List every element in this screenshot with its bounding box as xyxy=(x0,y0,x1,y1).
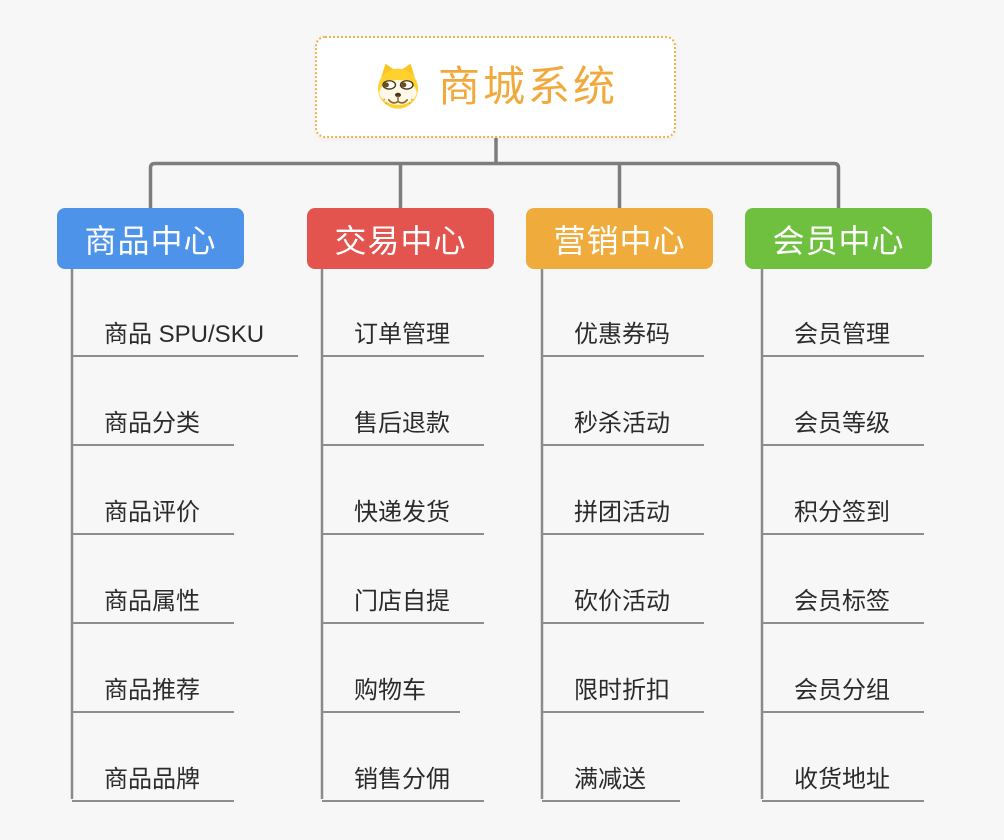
branch-title: 营销中心 xyxy=(553,222,686,259)
item-group-buy[interactable]: 拼团活动 xyxy=(542,498,704,535)
root-node[interactable]: 商城系统 xyxy=(315,36,676,138)
item-points-checkin[interactable]: 积分签到 xyxy=(762,498,924,535)
item-member-management[interactable]: 会员管理 xyxy=(762,320,924,357)
item-coupon-code[interactable]: 优惠券码 xyxy=(542,320,704,357)
item-product-spu-sku[interactable]: 商品 SPU/SKU xyxy=(72,320,299,357)
item-product-category[interactable]: 商品分类 xyxy=(72,409,234,446)
item-product-review[interactable]: 商品评价 xyxy=(72,498,234,535)
dog-face-icon xyxy=(377,63,418,109)
item-member-group[interactable]: 会员分组 xyxy=(762,676,924,713)
item-order-management[interactable]: 订单管理 xyxy=(322,320,484,357)
item-shipping-address[interactable]: 收货地址 xyxy=(762,765,924,802)
item-member-level[interactable]: 会员等级 xyxy=(762,409,924,446)
branch-title: 商品中心 xyxy=(84,222,217,259)
item-flash-sale[interactable]: 秒杀活动 xyxy=(542,409,704,446)
item-full-reduction[interactable]: 满减送 xyxy=(542,765,680,802)
item-store-pickup[interactable]: 门店自提 xyxy=(322,587,484,624)
branch-title: 会员中心 xyxy=(772,222,905,259)
item-product-recommend[interactable]: 商品推荐 xyxy=(72,676,234,713)
item-shopping-cart[interactable]: 购物车 xyxy=(322,676,460,713)
branch-header-product-center[interactable]: 商品中心 xyxy=(57,208,244,269)
item-limited-discount[interactable]: 限时折扣 xyxy=(542,676,704,713)
root-title: 商城系统 xyxy=(437,63,618,110)
item-member-tag[interactable]: 会员标签 xyxy=(762,587,924,624)
item-sales-commission[interactable]: 销售分佣 xyxy=(322,765,484,802)
item-product-attribute[interactable]: 商品属性 xyxy=(72,587,234,624)
item-bargain-activity[interactable]: 砍价活动 xyxy=(542,587,704,624)
branch-header-trade-center[interactable]: 交易中心 xyxy=(307,208,494,269)
item-express-shipping[interactable]: 快递发货 xyxy=(322,498,484,535)
item-product-brand[interactable]: 商品品牌 xyxy=(72,765,234,802)
branch-title: 交易中心 xyxy=(334,222,467,259)
item-aftersale-refund[interactable]: 售后退款 xyxy=(322,409,484,446)
branch-header-member-center[interactable]: 会员中心 xyxy=(745,208,932,269)
branch-header-marketing-center[interactable]: 营销中心 xyxy=(526,208,713,269)
